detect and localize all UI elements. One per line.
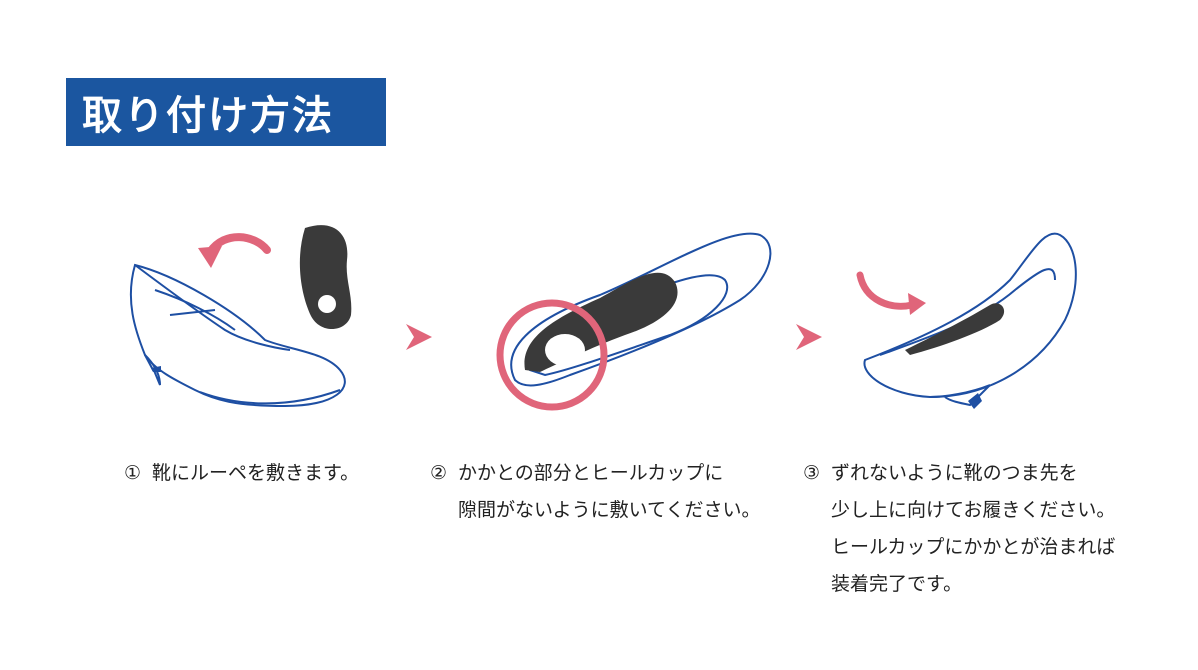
title-banner: 取り付け方法 <box>66 78 386 146</box>
caption-line: ② かかとの部分とヒールカップに <box>430 455 760 492</box>
highlight-circle <box>496 299 608 411</box>
step-arrow-icon <box>406 324 432 350</box>
step-number: ③ <box>803 462 821 484</box>
caption-line: 装着完了です。 <box>803 566 1115 603</box>
caption-text: ずれないように靴のつま先を <box>831 462 1078 484</box>
caption-line: 隙間がないように敷いてください。 <box>430 492 760 529</box>
caption-line: 少し上に向けてお履きください。 <box>803 492 1115 529</box>
caption-line: ③ ずれないように靴のつま先を <box>803 455 1115 492</box>
caption-text: 少し上に向けてお履きください。 <box>831 499 1116 521</box>
caption-line: ① 靴にルーペを敷きます。 <box>124 455 359 492</box>
heel-tip <box>151 366 161 372</box>
caption-text: かかとの部分とヒールカップに <box>458 462 724 484</box>
pump-shoe-tilted-drawing <box>863 232 1077 407</box>
rotate-arrow-icon <box>856 271 916 310</box>
step-arrow-icon <box>796 324 822 350</box>
step-3-caption: ③ ずれないように靴のつま先を 少し上に向けてお履きください。 ヒールカップにかか… <box>803 455 1115 603</box>
step-number: ② <box>430 462 448 484</box>
step-number: ① <box>124 462 142 484</box>
caption-text: ヒールカップにかかとが治まれば <box>831 536 1116 558</box>
heel-tip <box>968 393 982 409</box>
step3-illustration <box>856 232 1077 409</box>
page-title: 取り付け方法 <box>82 93 334 139</box>
step-2-caption: ② かかとの部分とヒールカップに 隙間がないように敷いてください。 <box>430 455 760 529</box>
caption-line: ヒールカップにかかとが治まれば <box>803 529 1115 566</box>
insole-icon <box>299 225 352 330</box>
caption-text: 靴にルーペを敷きます。 <box>152 462 360 484</box>
caption-text: 装着完了です。 <box>831 573 963 595</box>
pump-shoe-drawing <box>129 263 346 408</box>
step2-illustration <box>496 232 772 411</box>
caption-text: 隙間がないように敷いてください。 <box>458 499 761 521</box>
step-1-caption: ① 靴にルーペを敷きます。 <box>124 455 359 492</box>
insole-icon <box>905 303 1005 355</box>
step1-illustration <box>129 225 352 408</box>
